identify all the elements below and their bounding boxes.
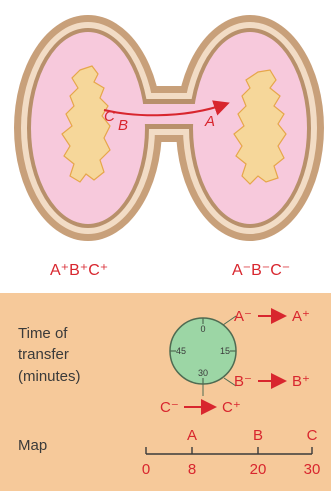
bridge-letter-b: B — [118, 117, 128, 134]
map-tick-0: 0 — [142, 461, 150, 478]
transfer-b-from: B⁻ — [234, 373, 252, 390]
clock-mark-45: 45 — [176, 346, 186, 356]
timing-panel: Time of transfer (minutes) 0 15 30 45 A⁻… — [0, 293, 331, 491]
map-tick-8: 8 — [188, 461, 196, 478]
panel-background — [0, 293, 331, 491]
transfer-a-from: A⁻ — [234, 308, 252, 325]
map-tick-30: 30 — [304, 461, 321, 478]
time-axis-label-line-3: (minutes) — [18, 368, 81, 385]
cells-illustration: C B A A⁺B⁺C⁺ A⁻B⁻C⁻ — [14, 15, 324, 279]
map-label: Map — [18, 437, 47, 454]
map-tick-20: 20 — [250, 461, 267, 478]
time-axis-label-line-2: transfer — [18, 346, 69, 363]
transfer-b-to: B⁺ — [292, 373, 310, 390]
transfer-clock: 0 15 30 45 — [170, 318, 236, 384]
transfer-c-to: C⁺ — [222, 399, 241, 416]
clock-mark-30: 30 — [198, 368, 208, 378]
recipient-genotype-label: A⁻B⁻C⁻ — [232, 262, 290, 279]
clock-mark-15: 15 — [220, 346, 230, 356]
transfer-a-to: A⁺ — [292, 308, 310, 325]
map-gene-a: A — [187, 427, 197, 444]
clock-mark-0: 0 — [200, 324, 205, 334]
bridge-letter-c: C — [104, 108, 115, 125]
time-axis-label-line-1: Time of — [18, 325, 68, 342]
bridge-letter-a: A — [204, 113, 215, 130]
map-gene-c: C — [307, 427, 318, 444]
map-gene-b: B — [253, 427, 263, 444]
transfer-c-from: C⁻ — [160, 399, 179, 416]
donor-genotype-label: A⁺B⁺C⁺ — [50, 262, 108, 279]
